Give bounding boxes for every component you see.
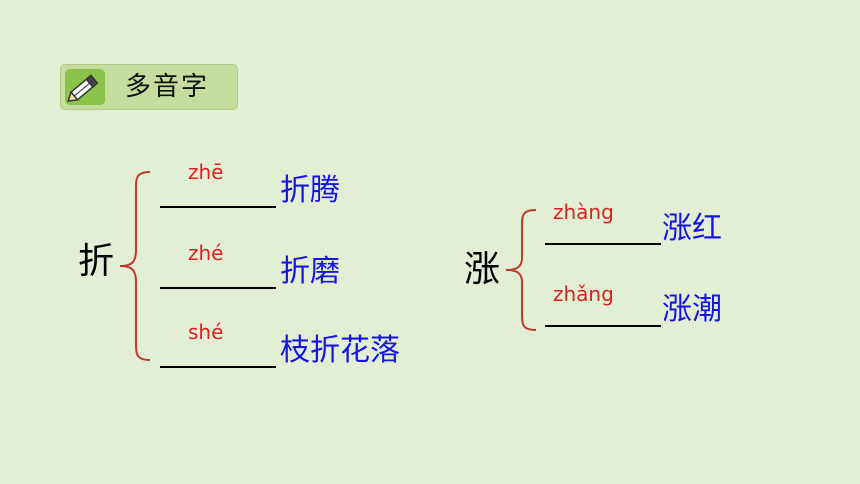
- word-label: 涨潮: [662, 292, 722, 327]
- pinyin-label: zhē: [188, 160, 224, 184]
- decorative-dot: ·: [60, 24, 62, 31]
- word-label: 折磨: [280, 254, 340, 289]
- section-header-badge: 多音字: [60, 64, 238, 110]
- brace-left-group2: [505, 209, 537, 331]
- answer-blank[interactable]: [160, 366, 276, 368]
- pinyin-label: zhé: [188, 241, 224, 265]
- word-label: 折腾: [280, 173, 340, 208]
- answer-blank[interactable]: [160, 206, 276, 208]
- pinyin-label: shé: [188, 320, 224, 344]
- word-label: 枝折花落: [280, 333, 400, 368]
- polyphone-char-zhang: 涨: [464, 249, 501, 290]
- word-label: 涨红: [662, 211, 722, 246]
- brace-left-group1: [119, 171, 151, 361]
- polyphone-char-zhe: 折: [78, 241, 115, 282]
- answer-blank[interactable]: [160, 287, 276, 289]
- answer-blank[interactable]: [545, 325, 661, 327]
- answer-blank[interactable]: [545, 243, 661, 245]
- section-title: 多音字: [125, 72, 210, 102]
- pinyin-label: zhǎng: [553, 282, 614, 306]
- pinyin-label: zhàng: [553, 200, 614, 224]
- pencil-icon: [65, 69, 105, 105]
